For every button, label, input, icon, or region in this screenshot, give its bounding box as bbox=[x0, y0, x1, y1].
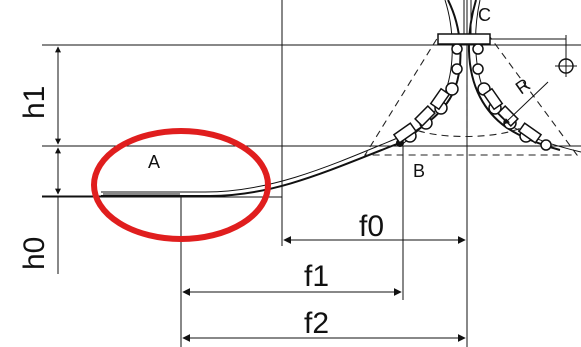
guide-curves bbox=[101, 0, 581, 197]
top-assembly bbox=[437, 0, 577, 77]
point-b-label: B bbox=[413, 161, 425, 181]
roller bbox=[472, 63, 484, 75]
dashed-trapezoid bbox=[364, 36, 579, 156]
roller bbox=[451, 43, 463, 55]
upper-guide-curve bbox=[101, 136, 401, 193]
roller bbox=[451, 63, 463, 75]
reference-lines bbox=[42, 44, 581, 198]
radius-label: R bbox=[512, 74, 534, 98]
lower-guide-curve bbox=[101, 141, 403, 197]
vertical-reference-lines bbox=[180, 0, 468, 347]
highlight-ellipse bbox=[91, 128, 271, 242]
top-crossbar bbox=[437, 33, 491, 45]
roller bbox=[445, 82, 459, 96]
support-shape bbox=[364, 36, 579, 156]
point-a-label: A bbox=[148, 152, 160, 172]
h1-label: h1 bbox=[18, 86, 51, 119]
dashed-arc bbox=[406, 125, 526, 138]
f2-label: f2 bbox=[304, 307, 329, 340]
f0-label: f0 bbox=[359, 210, 384, 243]
roller bbox=[472, 43, 484, 55]
right-roller-chain bbox=[472, 43, 552, 151]
roller-bracket bbox=[482, 87, 504, 111]
point-c-label: C bbox=[478, 5, 491, 25]
horizontal-dimensions bbox=[182, 236, 466, 342]
roller bbox=[540, 139, 552, 151]
left-roller-chain bbox=[392, 43, 463, 147]
radius-line bbox=[503, 81, 549, 125]
h0-label: h0 bbox=[18, 237, 51, 270]
roller-bracket bbox=[517, 122, 543, 144]
f1-label: f1 bbox=[304, 260, 329, 293]
roller-bracket bbox=[429, 87, 451, 111]
roller-bracket bbox=[414, 105, 436, 127]
roller-bracket bbox=[392, 122, 418, 144]
